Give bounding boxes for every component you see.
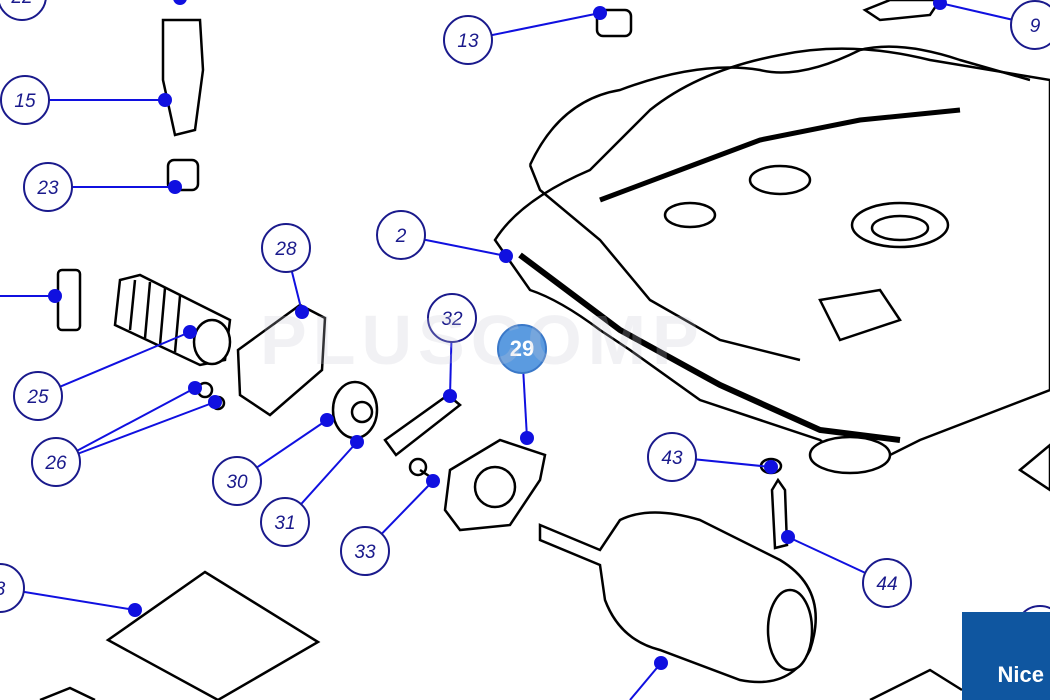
- callout-44[interactable]: [862, 558, 912, 608]
- leader-dot: [443, 389, 457, 403]
- callout-label: 32: [441, 309, 463, 330]
- callout-label: 33: [354, 542, 376, 563]
- leader-dot: [183, 325, 197, 339]
- leader-dot: [158, 93, 172, 107]
- callout-label: 2: [395, 226, 407, 247]
- callout-label: 3: [0, 579, 6, 600]
- housing-part: [493, 47, 1050, 472]
- leader-dot: [128, 603, 142, 617]
- callout-label: 44: [876, 574, 897, 595]
- callout-26[interactable]: [31, 437, 81, 487]
- callout-label: 9: [1030, 16, 1041, 37]
- callout-label: 29: [510, 336, 534, 361]
- callout-label: 43: [661, 448, 683, 469]
- callout-25[interactable]: [13, 371, 63, 421]
- leader-line: [629, 662, 662, 700]
- callout-label: 31: [274, 513, 295, 534]
- leader-dot: [593, 6, 607, 20]
- leader-dot: [188, 381, 202, 395]
- callout-31[interactable]: [260, 497, 310, 547]
- leader-dot: [168, 180, 182, 194]
- watermark: PLUSCOMP: [260, 301, 705, 379]
- leader-dot: [173, 0, 187, 5]
- leader-dot: [350, 435, 364, 449]
- callout-label: 22: [10, 0, 33, 8]
- callout-label: 13: [457, 31, 479, 52]
- leader-dot: [320, 413, 334, 427]
- leader-dot: [654, 656, 668, 670]
- leader-dot: [520, 431, 534, 445]
- leader-dot: [933, 0, 947, 10]
- callout-9[interactable]: [1010, 0, 1050, 50]
- callout-28[interactable]: [261, 223, 311, 273]
- leader-dot: [764, 460, 778, 474]
- callout-22[interactable]: [0, 0, 47, 21]
- part-drawings: [39, 0, 1050, 700]
- leader-line: [37, 331, 191, 397]
- nice-logo: Nice: [962, 612, 1050, 700]
- leader-dot: [208, 395, 222, 409]
- callout-29[interactable]: [497, 324, 547, 374]
- callout-label: 26: [44, 453, 67, 474]
- callout-43[interactable]: [647, 432, 697, 482]
- callout-label: 28: [274, 239, 297, 260]
- callout-label: 25: [26, 387, 49, 408]
- callout-label: 30: [226, 472, 248, 493]
- callout-33[interactable]: [340, 526, 390, 576]
- callout-label: 15: [14, 91, 36, 112]
- callout-label: 23: [36, 178, 59, 199]
- callout-2[interactable]: [376, 210, 426, 260]
- leader-line: [55, 387, 196, 463]
- leader-dot: [499, 249, 513, 263]
- callout-32[interactable]: [427, 293, 477, 343]
- callout-30[interactable]: [212, 456, 262, 506]
- leader-dot: [781, 530, 795, 544]
- leader-dot: [48, 289, 62, 303]
- callout-23[interactable]: [23, 162, 73, 212]
- leader-dot: [295, 305, 309, 319]
- callout-3[interactable]: [0, 563, 25, 613]
- callout-13[interactable]: [443, 15, 493, 65]
- leader-dot: [426, 474, 440, 488]
- callout-15[interactable]: [0, 75, 50, 125]
- leader-line: [55, 401, 216, 463]
- brand-name: Nice: [997, 662, 1044, 687]
